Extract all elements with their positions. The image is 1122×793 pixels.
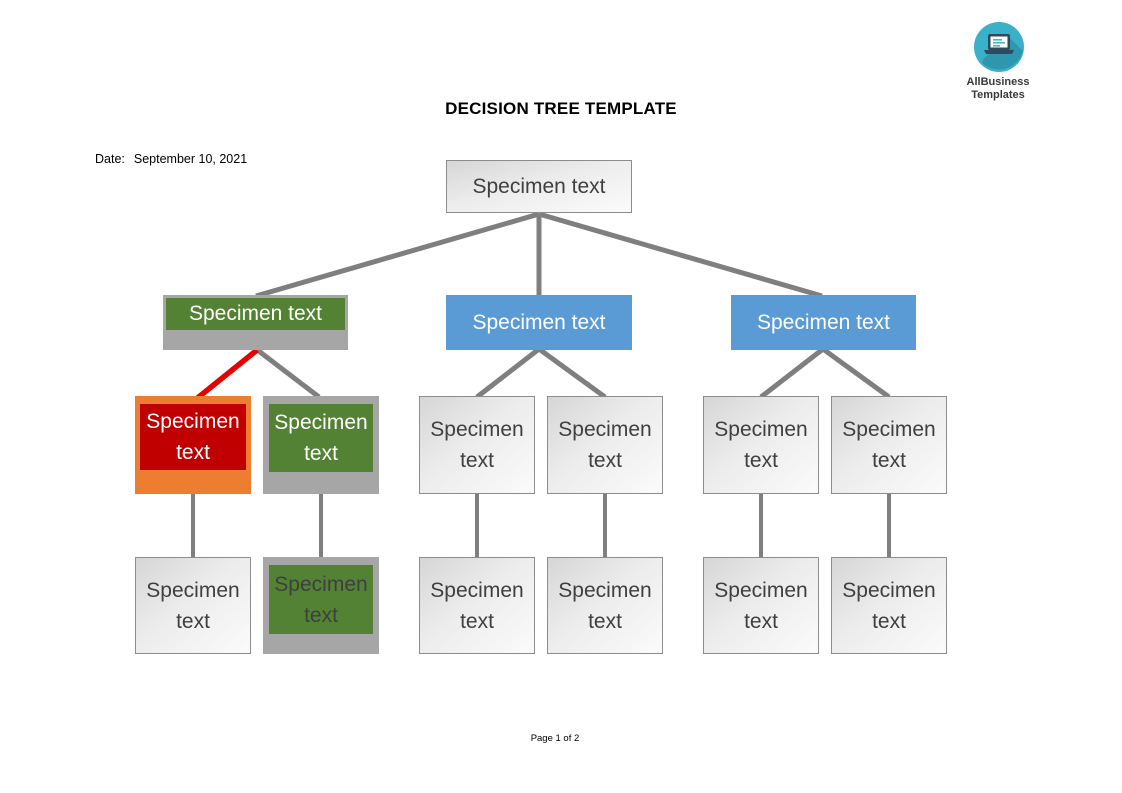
tree-node-l4-5[interactable]: Specimen text (703, 557, 819, 654)
tree-node-label: Specimen text (146, 410, 240, 464)
red-connector-line (193, 347, 259, 403)
tree-node-fill: Specimen text (269, 565, 373, 634)
tree-node-label: Specimen text (714, 418, 808, 472)
page-number: Page 1 of 2 (530, 733, 580, 744)
logo-text-line1: AllBusiness (966, 76, 1030, 88)
date-value: September 10, 2021 (133, 152, 248, 166)
tree-node-l4-1[interactable]: Specimen text (135, 557, 251, 654)
connector-line (759, 347, 825, 399)
tree-node-l3-2[interactable]: Specimen text (263, 396, 379, 494)
tree-node-l4-6[interactable]: Specimen text (831, 557, 947, 654)
tree-node-l3-1[interactable]: Specimen text (135, 396, 251, 494)
tree-node-l2-right[interactable]: Specimen text (731, 295, 916, 350)
tree-node-label: Specimen text (842, 418, 936, 472)
tree-node-l4-4[interactable]: Specimen text (547, 557, 663, 654)
tree-node-label: Specimen text (188, 302, 323, 325)
tree-node-l2-left[interactable]: Specimen text (163, 295, 348, 350)
connector-line (255, 211, 540, 299)
tree-node-label: Specimen text (558, 578, 652, 633)
tree-node-label: Specimen text (430, 578, 524, 633)
date-label: Date: (95, 152, 125, 166)
tree-node-root[interactable]: Specimen text (446, 160, 632, 213)
tree-node-label: Specimen text (472, 310, 606, 334)
connector-line (821, 346, 891, 400)
tree-node-l3-3[interactable]: Specimen text (419, 396, 535, 494)
tree-node-label: Specimen text (430, 418, 524, 472)
tree-node-l3-6[interactable]: Specimen text (831, 396, 947, 494)
tree-node-label: Specimen text (274, 572, 368, 627)
connector-line (475, 347, 541, 399)
connector-line (537, 346, 607, 400)
tree-node-fill: Specimen text (269, 404, 373, 472)
tree-node-label: Specimen text (146, 578, 240, 633)
tree-node-label: Specimen text (274, 411, 368, 465)
connector-line (254, 347, 321, 399)
tree-node-l2-mid[interactable]: Specimen text (446, 295, 632, 350)
date-line: Date: September 10, 2021 (95, 152, 247, 166)
tree-node-label: Specimen text (842, 578, 936, 633)
connector-line (538, 211, 823, 299)
tree-node-label: Specimen text (714, 578, 808, 633)
tree-node-l4-3[interactable]: Specimen text (419, 557, 535, 654)
page-title: DECISION TREE TEMPLATE (445, 99, 677, 118)
tree-node-l3-5[interactable]: Specimen text (703, 396, 819, 494)
tree-node-fill: Specimen text (166, 298, 345, 330)
tree-node-fill: Specimen text (140, 404, 246, 470)
laptop-in-circle-icon (974, 22, 1024, 72)
tree-node-l3-4[interactable]: Specimen text (547, 396, 663, 494)
tree-node-label: Specimen text (558, 418, 652, 472)
tree-node-label: Specimen text (756, 310, 891, 334)
tree-node-label: Specimen text (472, 174, 606, 198)
tree-node-l4-2[interactable]: Specimen text (263, 557, 379, 654)
logo-text-line2: Templates (971, 89, 1025, 101)
allbusiness-logo: AllBusiness Templates (958, 20, 1038, 102)
